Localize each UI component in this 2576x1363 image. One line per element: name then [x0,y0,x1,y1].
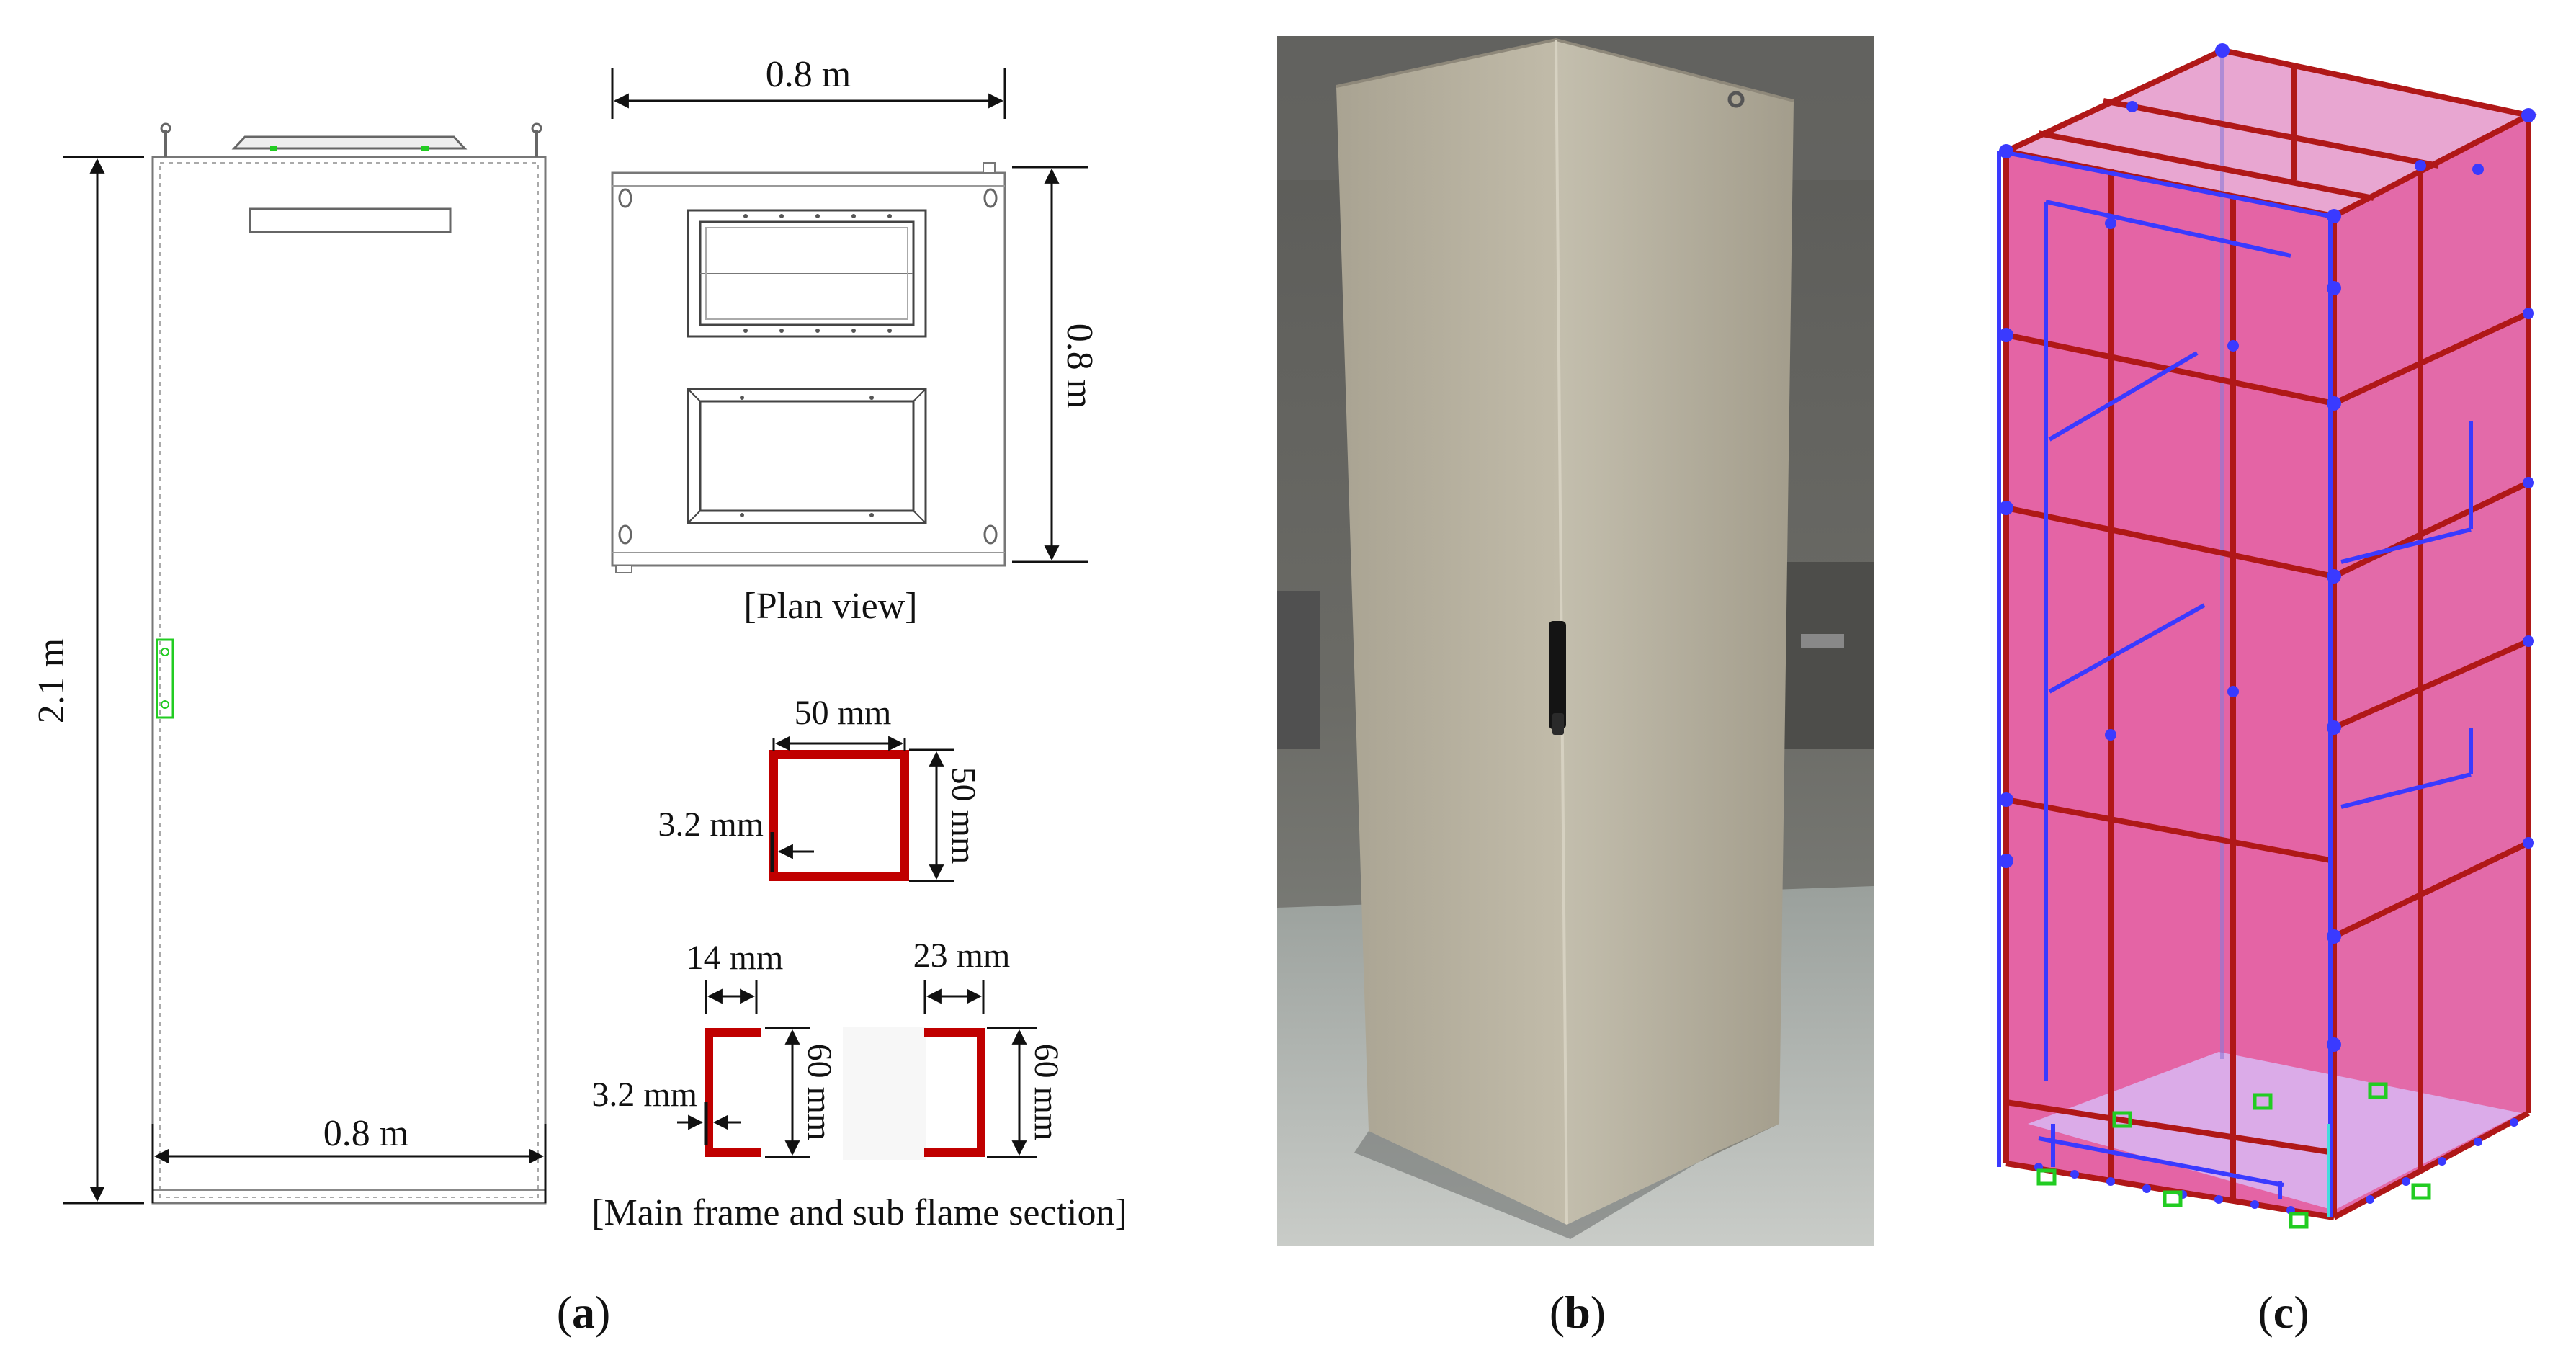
sub-frame-members [1997,149,2473,1217]
channel1-height-label: 60 mm [800,1044,838,1141]
cabinet-front-face [1336,40,1567,1225]
cabinet-side-face [1556,40,1794,1225]
caption-b-letter: b [1565,1287,1591,1338]
model-nodes [1999,43,2536,1052]
plan-depth-label: 0.8 m [1059,323,1100,408]
caption-c: (c) [2258,1287,2309,1338]
plan-view-drawing [611,162,1006,573]
panel-b-photo [1277,36,1874,1246]
channel-section-2: 23 mm 60 mm [843,937,1065,1160]
support-markers [2036,1082,2431,1229]
channel-section-1: 14 mm 60 mm 3.2 mm [591,939,838,1158]
front-width-label: 0.8 m [323,1113,408,1154]
box-section: 50 mm 50 mm 3.2 mm [658,694,983,882]
channel1-flange-label: 14 mm [687,939,784,977]
channel2-height-label: 60 mm [1027,1044,1065,1141]
front-elevation-drawing [151,122,547,1205]
panel-a: 2.1 m 0.8 m [31,54,1127,1233]
caption-a-letter: a [572,1287,595,1338]
front-height-label: 2.1 m [31,638,72,723]
panel-c-model [1997,43,2537,1229]
section-caption: [Main frame and sub flame section] [591,1192,1127,1233]
caption-a: (a) [556,1287,611,1338]
caption-c-letter: c [2273,1287,2294,1338]
door-handle [1549,621,1566,729]
plan-width-label: 0.8 m [766,54,851,95]
channel1-thickness-label: 3.2 mm [591,1076,697,1114]
channel2-flange-label: 23 mm [913,937,1011,975]
box-height-label: 50 mm [944,767,983,864]
box-width-label: 50 mm [795,694,892,732]
box-thickness-label: 3.2 mm [658,805,764,844]
caption-b: (b) [1549,1287,1606,1338]
plan-view-caption: [Plan view] [743,586,917,627]
